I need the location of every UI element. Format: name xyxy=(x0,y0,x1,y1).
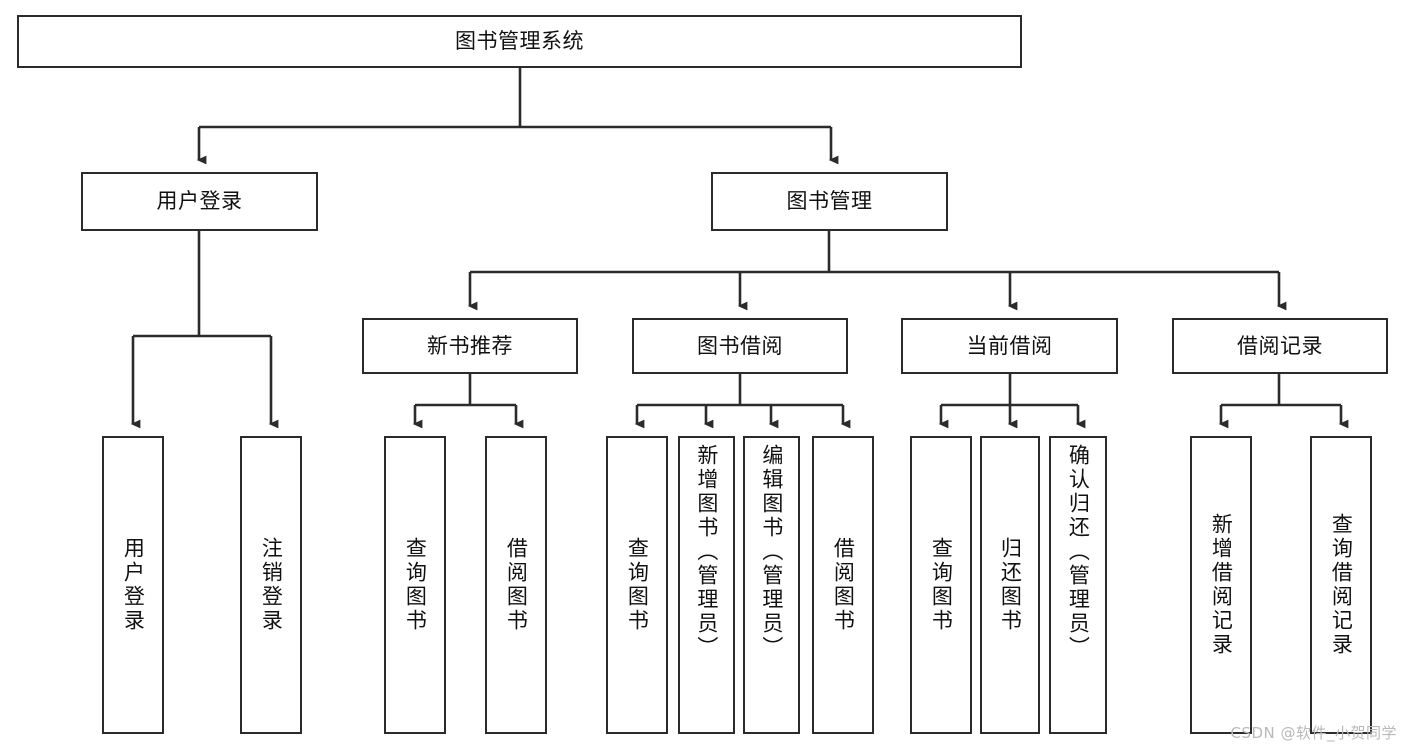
node-leaf-borrow-book-1-label: 借阅图书 xyxy=(504,537,529,633)
node-leaf-add-record-label: 新增借阅记录 xyxy=(1209,513,1234,657)
node-leaf-query-book-3-label: 查询图书 xyxy=(929,537,954,633)
node-current-borrow-label: 当前借阅 xyxy=(966,333,1053,358)
node-root-label: 图书管理系统 xyxy=(455,29,584,54)
csdn-watermark: CSDN @软件_小贺同学 xyxy=(1230,724,1397,742)
node-user-login[interactable]: 用户登录 xyxy=(81,172,318,231)
node-borrow-record[interactable]: 借阅记录 xyxy=(1172,318,1388,374)
node-new-book-rec-label: 新书推荐 xyxy=(427,333,513,358)
node-leaf-add-book[interactable]: 新增图书（管理员） xyxy=(678,436,735,734)
node-leaf-return-book[interactable]: 归还图书 xyxy=(980,436,1040,734)
node-book-admin-label: 图书管理 xyxy=(786,189,873,214)
node-leaf-borrow-book-2[interactable]: 借阅图书 xyxy=(812,436,874,734)
node-leaf-confirm-return[interactable]: 确认归还（管理员） xyxy=(1049,436,1107,734)
node-leaf-logout[interactable]: 注销登录 xyxy=(240,436,302,734)
node-user-login-label: 用户登录 xyxy=(156,189,243,214)
node-leaf-edit-book-label: 编辑图书（管理员） xyxy=(759,444,784,660)
node-leaf-add-book-label: 新增图书（管理员） xyxy=(694,444,719,660)
node-leaf-query-record[interactable]: 查询借阅记录 xyxy=(1310,436,1372,734)
node-current-borrow[interactable]: 当前借阅 xyxy=(901,318,1118,374)
node-book-borrow[interactable]: 图书借阅 xyxy=(632,318,848,374)
node-leaf-edit-book[interactable]: 编辑图书（管理员） xyxy=(743,436,800,734)
node-leaf-borrow-book-2-label: 借阅图书 xyxy=(831,537,856,633)
node-book-borrow-label: 图书借阅 xyxy=(697,333,783,358)
node-leaf-confirm-return-label: 确认归还（管理员） xyxy=(1066,444,1091,660)
node-leaf-query-book-1-label: 查询图书 xyxy=(403,537,428,633)
node-book-admin[interactable]: 图书管理 xyxy=(711,172,948,231)
node-leaf-query-book-2[interactable]: 查询图书 xyxy=(606,436,668,734)
node-leaf-query-book-1[interactable]: 查询图书 xyxy=(384,436,446,734)
node-leaf-query-book-3[interactable]: 查询图书 xyxy=(910,436,972,734)
node-leaf-user-login[interactable]: 用户登录 xyxy=(102,436,164,734)
node-leaf-add-record[interactable]: 新增借阅记录 xyxy=(1190,436,1252,734)
node-new-book-rec[interactable]: 新书推荐 xyxy=(362,318,578,374)
node-borrow-record-label: 借阅记录 xyxy=(1237,333,1323,358)
node-leaf-borrow-book-1[interactable]: 借阅图书 xyxy=(485,436,547,734)
node-root[interactable]: 图书管理系统 xyxy=(17,15,1022,68)
node-leaf-user-login-label: 用户登录 xyxy=(121,537,146,633)
node-leaf-return-book-label: 归还图书 xyxy=(998,537,1023,633)
node-leaf-logout-label: 注销登录 xyxy=(259,537,284,633)
node-leaf-query-record-label: 查询借阅记录 xyxy=(1329,513,1354,657)
node-leaf-query-book-2-label: 查询图书 xyxy=(625,537,650,633)
